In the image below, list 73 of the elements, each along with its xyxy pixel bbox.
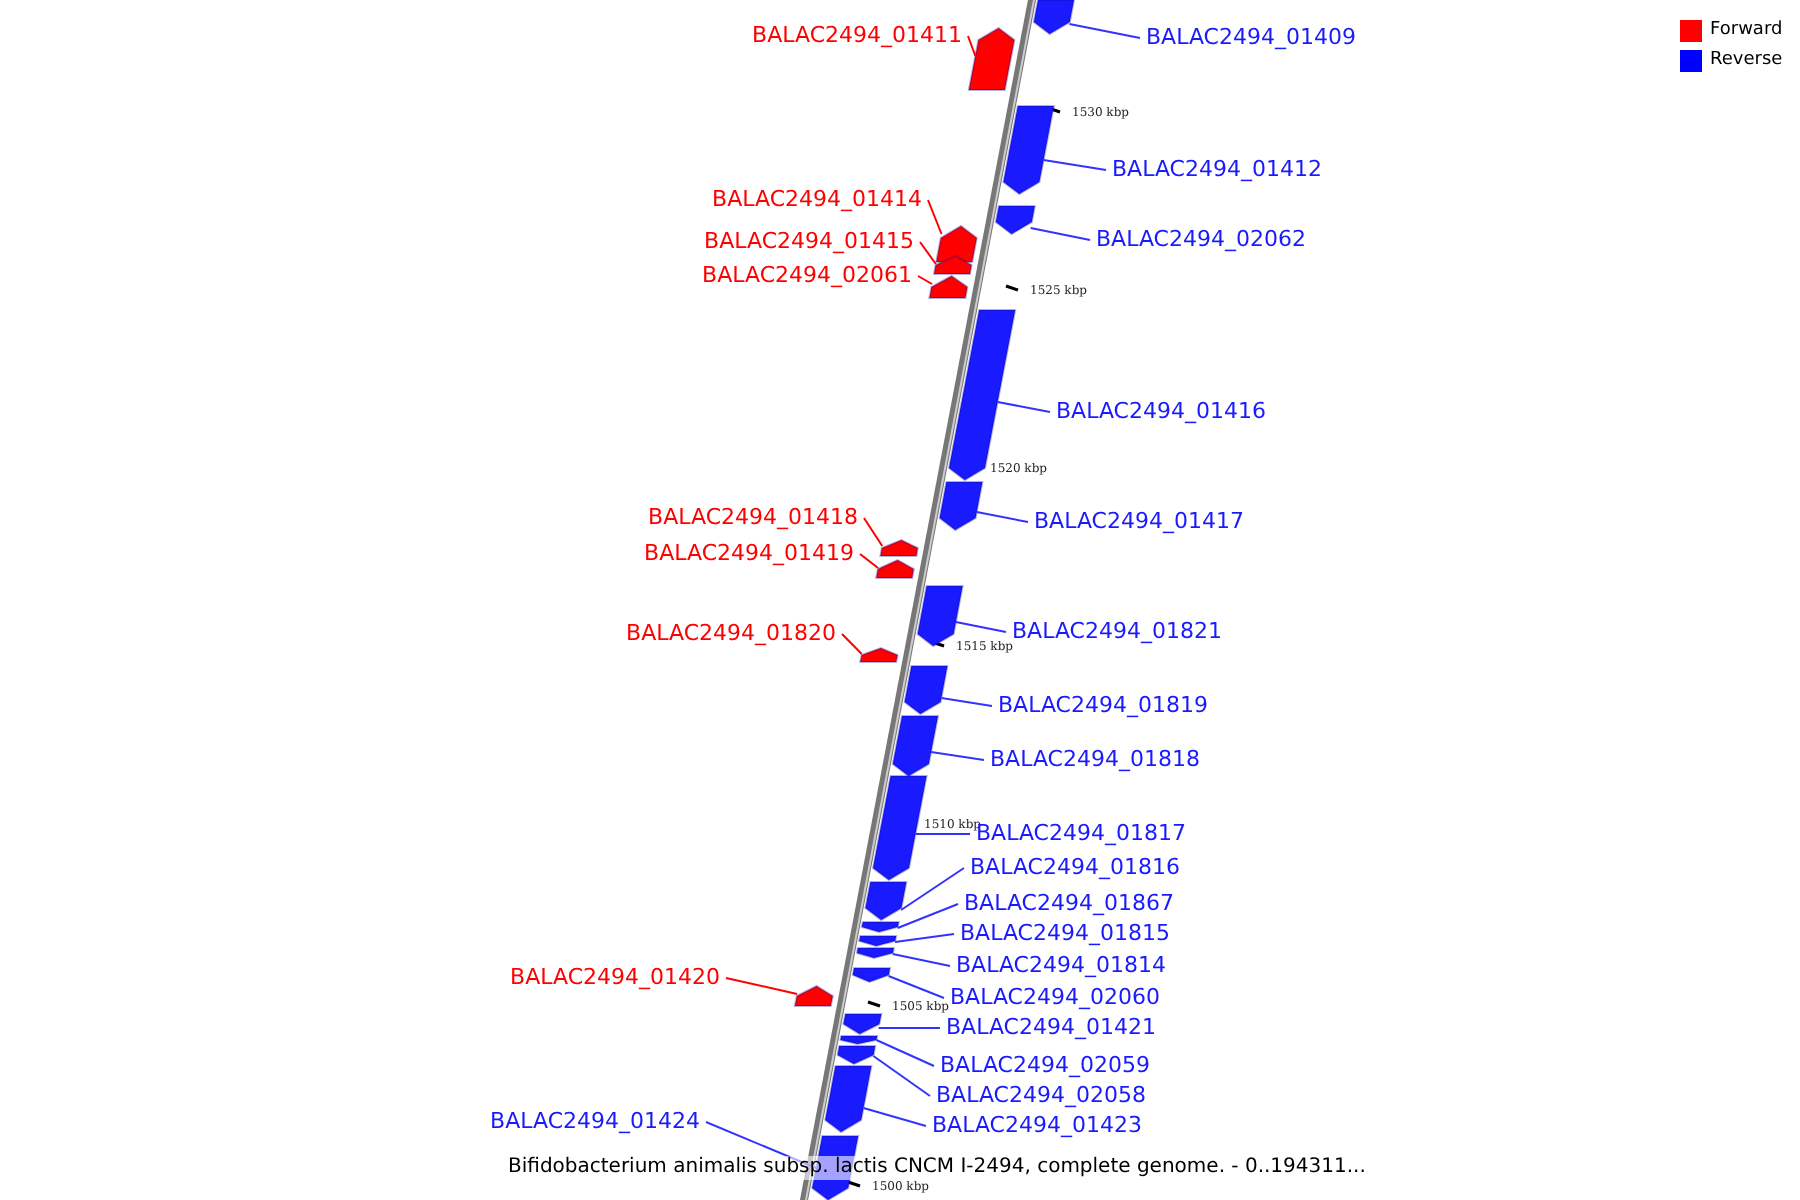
gene-feature (891, 715, 940, 778)
gene-label: BALAC2494_01820 (626, 620, 836, 648)
gene-label: BALAC2494_01423 (932, 1112, 1142, 1140)
gene-feature (932, 254, 973, 275)
leader-line (940, 697, 993, 707)
leader-line (914, 833, 971, 835)
gene-label: BALAC2494_01421 (946, 1014, 1156, 1042)
gene-label: BALAC2494_01417 (1034, 508, 1244, 536)
gene-label: BALAC2494_01419 (644, 540, 854, 568)
leader-line (725, 977, 799, 995)
gene-label: BALAC2494_01819 (998, 692, 1208, 720)
leader-line (896, 903, 959, 929)
gene-label: BALAC2494_01821 (1012, 618, 1222, 646)
gene-label: BALAC2494_01416 (1056, 398, 1266, 426)
gene-label: BALAC2494_02058 (936, 1082, 1146, 1110)
gene-label: BALAC2494_02060 (950, 984, 1160, 1012)
gene-label: BALAC2494_02061 (702, 262, 912, 290)
legend-label: Forward (1710, 18, 1783, 44)
leader-line (954, 621, 1007, 633)
gene-feature (1002, 105, 1055, 196)
leader-line (877, 1027, 941, 1029)
leader-line (859, 553, 880, 569)
gene-label: BALAC2494_02059 (940, 1052, 1150, 1080)
leader-line (887, 975, 945, 999)
legend-label: Reverse (1710, 48, 1783, 74)
leader-line (841, 633, 863, 655)
gene-label: BALAC2494_01816 (970, 854, 1180, 882)
caption: Bifidobacterium animalis subsp. lactis CNCM I-2494, complete genome. - 0..194311... (508, 1156, 1366, 1180)
leader-line (1068, 23, 1141, 39)
gene-label: BALAC2494_01817 (976, 820, 1186, 848)
gene-feature (859, 646, 899, 663)
leader-line (967, 35, 977, 57)
gene-label: BALAC2494_01414 (712, 186, 922, 214)
gene-feature (928, 274, 969, 299)
leader-line (917, 275, 934, 285)
gene-feature (858, 935, 898, 948)
leader-line (872, 1055, 931, 1097)
leader-line (705, 1121, 818, 1169)
gene-feature (879, 538, 919, 557)
leader-line (891, 953, 951, 967)
leader-line (862, 1107, 927, 1127)
gene-label: BALAC2494_01424 (490, 1108, 700, 1136)
gene-feature (994, 205, 1036, 236)
leader-line (863, 517, 884, 547)
leader-line (996, 401, 1051, 413)
gene-label: BALAC2494_01814 (956, 952, 1166, 980)
leader-line (875, 1039, 935, 1067)
leader-line (894, 933, 955, 943)
gene-feature (938, 481, 984, 532)
gene-label: BALAC2494_01411 (752, 22, 962, 50)
leader-line (919, 241, 937, 265)
leader-line (975, 511, 1029, 523)
leader-line (930, 751, 985, 761)
gene-label: BALAC2494_01418 (648, 504, 858, 532)
gene-feature (875, 558, 915, 579)
gene-label: BALAC2494_02062 (1096, 226, 1306, 254)
leader-line (900, 867, 965, 911)
gene-label: BALAC2494_01815 (960, 920, 1170, 948)
gene-label: BALAC2494_01867 (964, 890, 1174, 918)
gene-feature (903, 665, 949, 716)
gene-label: BALAC2494_01412 (1112, 156, 1322, 184)
gene-label: BALAC2494_01420 (510, 964, 720, 992)
gene-feature (855, 947, 895, 960)
leader-line (1029, 227, 1091, 241)
gene-label: BALAC2494_01409 (1146, 24, 1356, 52)
gene-feature (793, 984, 834, 1007)
leader-line (927, 199, 943, 235)
leader-line (1042, 159, 1107, 171)
gene-feature (967, 26, 1016, 91)
gene-label: BALAC2494_01415 (704, 228, 914, 256)
gene-label: BALAC2494_01818 (990, 746, 1200, 774)
gene-feature (1032, 0, 1076, 36)
gene-feature (851, 967, 892, 984)
